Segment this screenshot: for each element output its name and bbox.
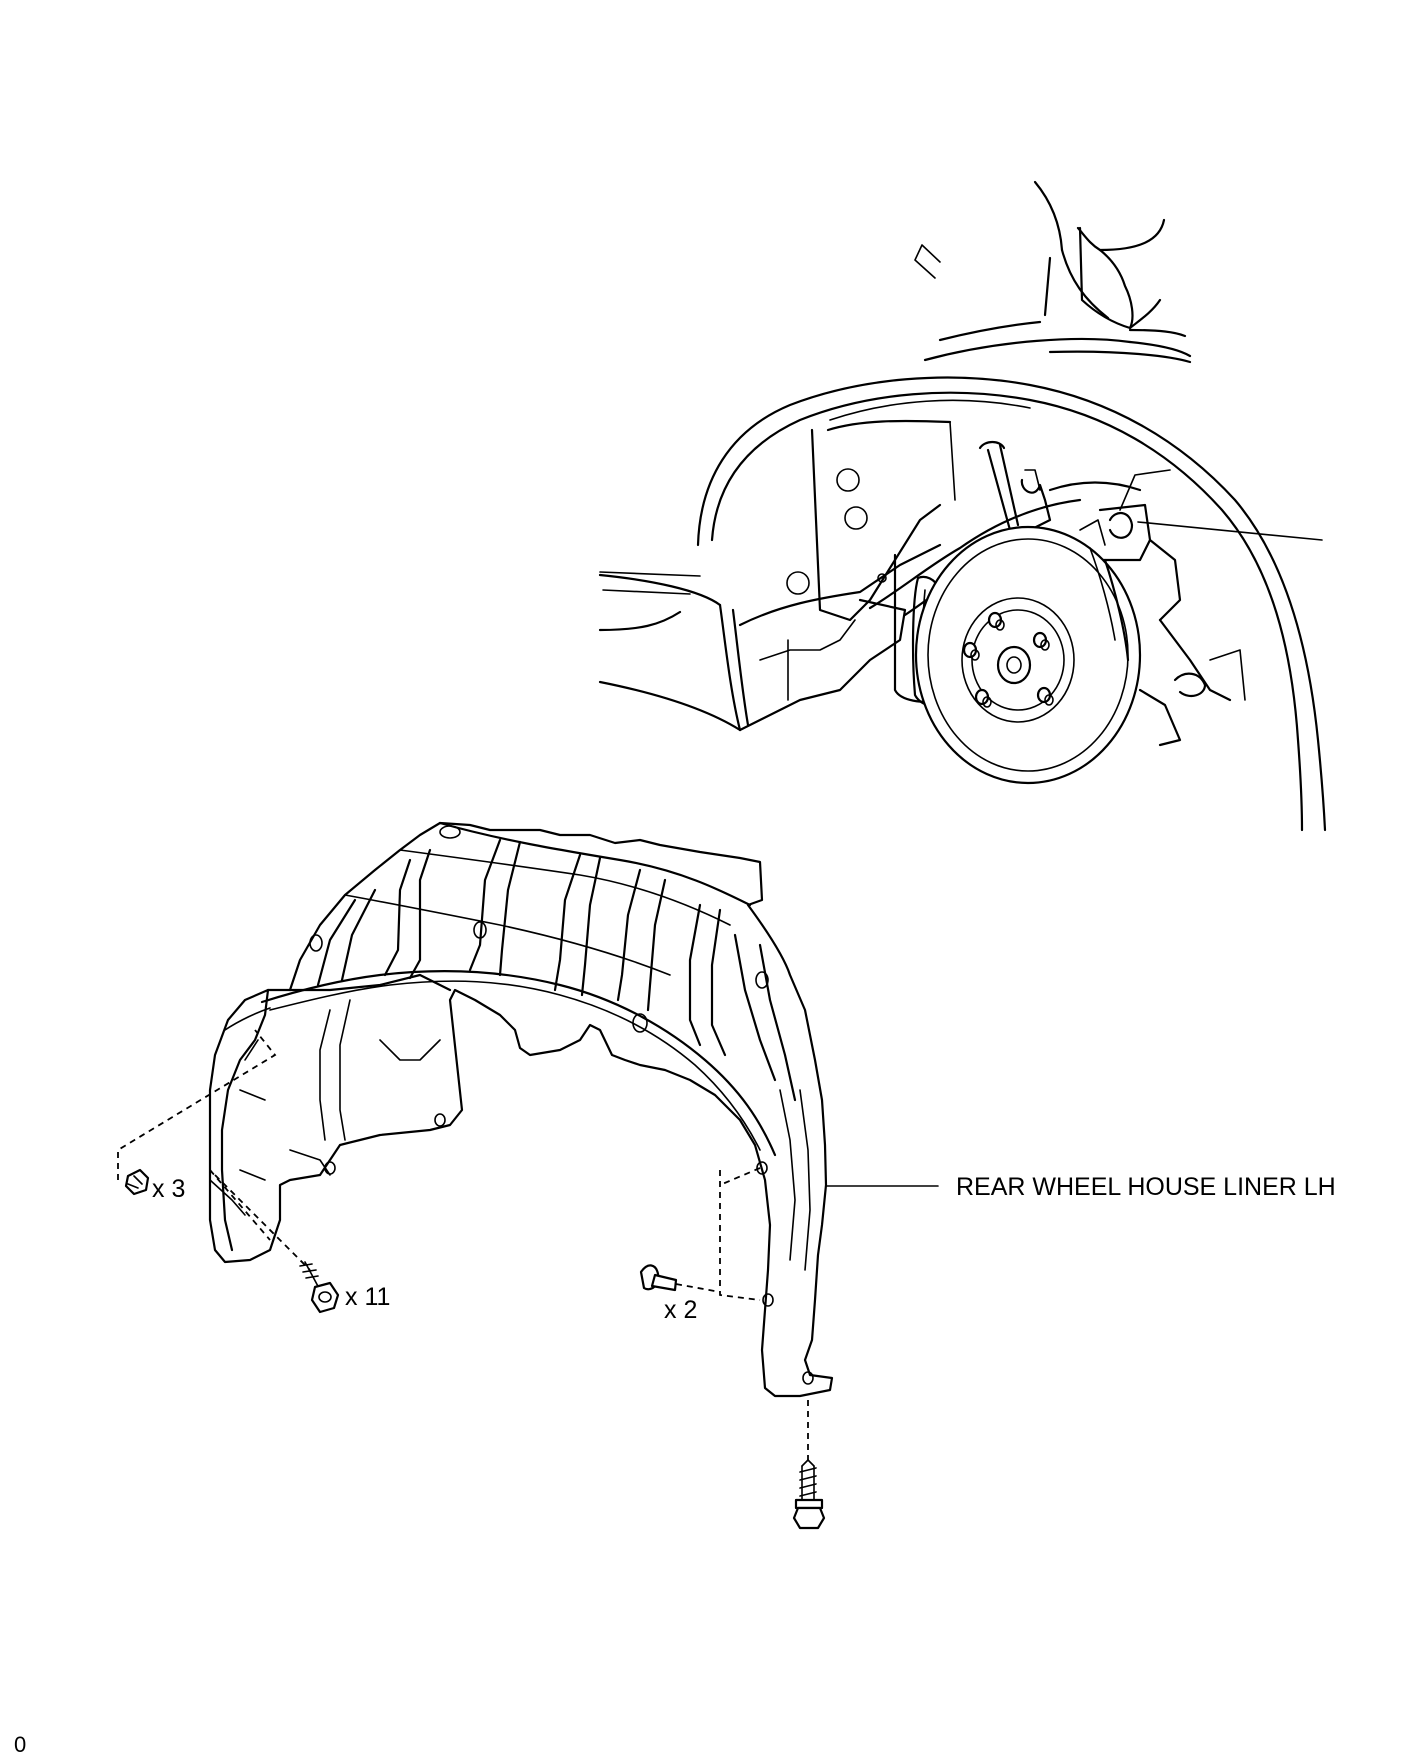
leader-lines xyxy=(599,521,1323,1187)
screw-fastener xyxy=(299,1261,340,1314)
rear-wheel-house-liner xyxy=(208,821,834,1398)
vehicle-wheel-well-illustration xyxy=(598,180,1327,832)
clip-quantity-label: x 3 xyxy=(152,1175,185,1203)
corner-mark: 0 xyxy=(14,1732,26,1757)
bolt-fastener xyxy=(639,1264,678,1292)
part-name-label: REAR WHEEL HOUSE LINER LH xyxy=(956,1173,1336,1201)
fastener-guide-lines xyxy=(117,1029,809,1460)
clip-fastener xyxy=(124,1168,150,1196)
screw-quantity-label: x 11 xyxy=(345,1283,390,1311)
bolt-quantity-label: x 2 xyxy=(664,1296,697,1324)
bottom-screw-fastener xyxy=(792,1459,826,1530)
